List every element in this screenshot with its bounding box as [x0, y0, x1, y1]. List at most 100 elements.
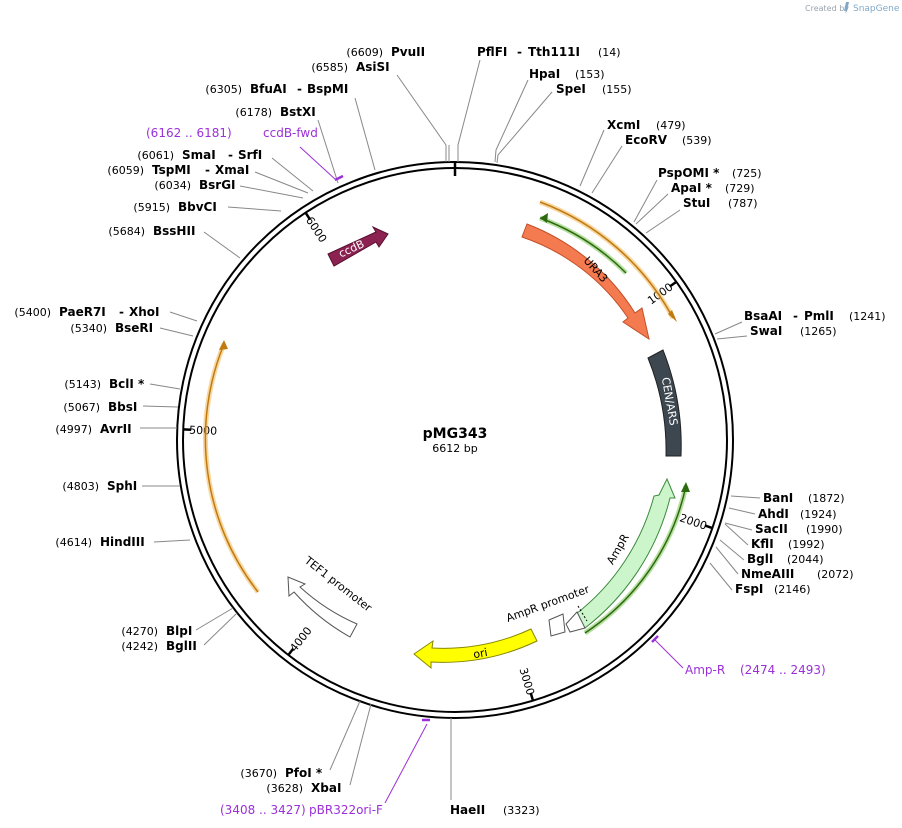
enzyme-pos: (6059) [107, 164, 144, 177]
enzyme-name[interactable]: XbaI [311, 781, 341, 795]
enzyme-name[interactable]: NmeAIII [741, 567, 794, 581]
enzyme-pos: (725) [732, 167, 762, 180]
enzyme-name[interactable]: KflI [751, 537, 774, 551]
tick-mark [304, 212, 312, 221]
leader-swai [716, 335, 748, 340]
tick-mark [704, 524, 713, 530]
enzyme-pos: (5143) [64, 378, 101, 391]
enzyme-name[interactable]: AhdI [758, 507, 789, 521]
enzyme-name[interactable]: HindIII [100, 535, 145, 549]
leader-bani [730, 495, 761, 499]
enzyme-name[interactable]: SphI [107, 479, 137, 493]
orf-green-top [539, 217, 627, 274]
feature-cen-ars[interactable] [647, 349, 682, 457]
enzyme-name[interactable]: BsaAI [744, 309, 782, 323]
enzyme-name[interactable]: FspI [735, 582, 763, 596]
enzyme-name-2[interactable]: XhoI [129, 305, 160, 319]
enzyme-name-2[interactable]: Tth111I [528, 45, 580, 59]
enzyme-name[interactable]: BstXI [280, 105, 316, 119]
enzyme-pos: (1992) [788, 538, 825, 551]
primer-name[interactable]: Amp-R [685, 663, 725, 677]
ampr-promoter-arrow-icon [548, 613, 566, 637]
enzyme-name-2[interactable]: BspMI [307, 82, 348, 96]
primer-labels: (6162 .. 6181) ccdB-fwd Amp-R (2474 .. 2… [146, 126, 826, 817]
orf-green-right [584, 485, 687, 634]
leader-xcmi [579, 129, 605, 187]
leader-bcli [149, 383, 181, 390]
feature-ori[interactable] [413, 628, 538, 670]
enzyme-name[interactable]: PspOMI * [658, 166, 720, 180]
orf-orange-left [204, 343, 259, 593]
enzyme-name[interactable]: BlpI [166, 624, 192, 638]
enzyme-name[interactable]: BglI [747, 552, 773, 566]
leader-fspi [709, 562, 733, 591]
tick-label: 5000 [189, 424, 217, 438]
leader-bsrgi [239, 185, 304, 199]
enzyme-name[interactable]: BglII [166, 639, 197, 653]
enzyme-name[interactable]: PaeR7I [59, 305, 106, 319]
feature-ampr-promoter[interactable] [565, 611, 586, 633]
enzyme-name[interactable]: XcmI [607, 118, 640, 132]
enzyme-name-dash: - [297, 82, 302, 96]
enzyme-name[interactable]: BclI * [109, 377, 145, 391]
leader-bgli [719, 539, 745, 561]
orf-arrowheads [219, 213, 690, 492]
enzyme-name[interactable]: BbsI [108, 400, 137, 414]
enzyme-name[interactable]: TspMI [152, 163, 191, 177]
enzyme-name[interactable]: BbvCI [178, 200, 217, 214]
feature-tef1-promoter[interactable] [287, 576, 358, 638]
enzyme-name[interactable]: SmaI [182, 148, 216, 162]
primer-range: (3408 .. 3427) [220, 803, 306, 817]
enzyme-name-2[interactable]: SrfI [238, 148, 262, 162]
enzyme-pos: (5684) [108, 225, 145, 238]
enzyme-name[interactable]: EcoRV [625, 133, 668, 147]
enzyme-name-dash: - [228, 148, 233, 162]
enzyme-name[interactable]: BfuAI [250, 82, 287, 96]
primer-name[interactable]: pBR322ori-F [309, 803, 383, 817]
leader-hindiii [153, 539, 191, 543]
leader-ecorv [591, 145, 623, 194]
enzyme-pos: (787) [728, 197, 758, 210]
enzyme-pos: (1265) [800, 325, 837, 338]
enzyme-name[interactable]: HaeII [450, 803, 485, 817]
primer-name[interactable]: ccdB-fwd [263, 126, 318, 140]
enzyme-name[interactable]: HpaI [529, 67, 560, 81]
enzyme-name-dash: - [793, 309, 798, 323]
feature-ura3[interactable] [521, 223, 650, 341]
enzyme-name[interactable]: ApaI * [671, 181, 713, 195]
enzyme-name[interactable]: PflFI [477, 45, 507, 59]
leader-amp-r [654, 639, 684, 669]
enzyme-name-2[interactable]: XmaI [215, 163, 249, 177]
enzyme-pos: (1924) [800, 508, 837, 521]
feature-ccdb[interactable] [327, 225, 389, 267]
enzyme-name[interactable]: AsiSI [356, 60, 390, 74]
enzyme-pos: (4242) [121, 640, 158, 653]
enzyme-name[interactable]: BanI [763, 491, 793, 505]
enzyme-name[interactable]: BssHII [153, 224, 195, 238]
enzyme-name[interactable]: PvuII [391, 45, 425, 59]
leader-blpi [195, 607, 234, 631]
enzyme-name[interactable]: BsrGI [199, 178, 236, 192]
enzyme-pos: (6178) [235, 106, 272, 119]
enzyme-name[interactable]: SpeI [556, 82, 586, 96]
enzyme-name[interactable]: SacII [755, 522, 788, 536]
credit-brand[interactable]: SnapGene [853, 4, 900, 14]
enzyme-name[interactable]: AvrII [100, 422, 132, 436]
feature-label-ori: ori [472, 646, 488, 661]
enzyme-name[interactable]: BseRI [115, 321, 153, 335]
tick-label: 3000 [517, 666, 537, 697]
enzyme-name[interactable]: SwaI [750, 324, 782, 338]
enzyme-pos: (2044) [787, 553, 824, 566]
orf-arcs [202, 199, 689, 636]
leader-pflfi [457, 59, 481, 162]
enzyme-pos: (4270) [121, 625, 158, 638]
enzyme-name[interactable]: StuI [683, 196, 710, 210]
enzyme-name-dash: - [205, 163, 210, 177]
leader-bstxi [317, 119, 339, 184]
enzyme-name[interactable]: PfoI * [285, 766, 323, 780]
enzyme-name-2[interactable]: PmlI [804, 309, 834, 323]
leader-pspomi [633, 179, 658, 223]
leader-bseri [159, 327, 194, 337]
snapgene-logo-icon [844, 2, 849, 11]
